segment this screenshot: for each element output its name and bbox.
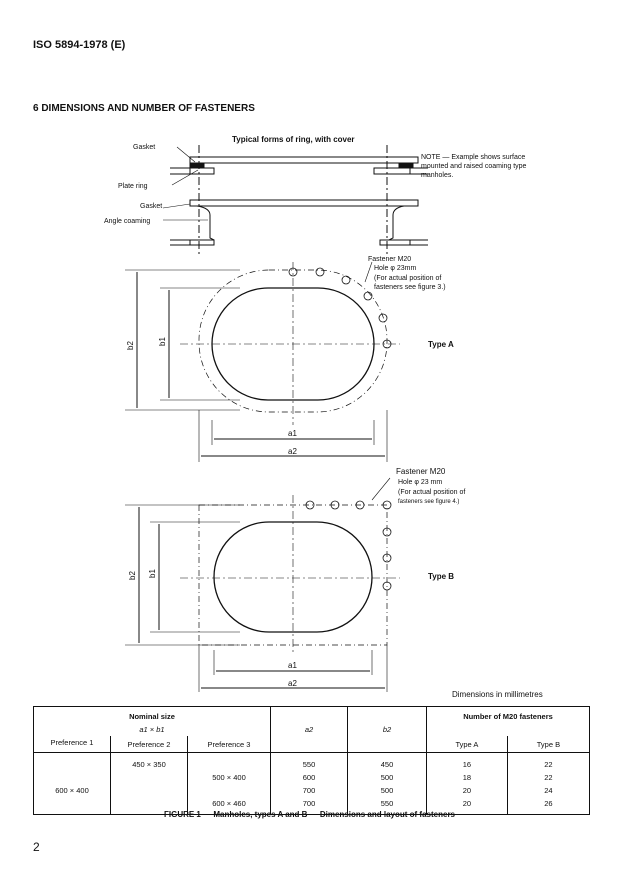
header-spacer xyxy=(427,723,590,736)
header-typeA: Type A xyxy=(426,736,508,753)
cover-title: Typical forms of ring, with cover xyxy=(232,135,355,144)
typeA-a1: a1 xyxy=(288,429,297,438)
table-cell-p2: 450 × 350 xyxy=(110,752,188,771)
table-cell-a2: 700 xyxy=(270,784,348,797)
typeA-a2: a2 xyxy=(288,447,297,456)
note-line-3: manholes. xyxy=(421,172,453,179)
section-title: 6 DIMENSIONS AND NUMBER OF FASTENERS xyxy=(33,103,255,114)
table-cell-b2: 500 xyxy=(347,771,427,784)
typeB-fastener-2: Hole φ 23 mm xyxy=(398,479,442,486)
header-b2: b2 xyxy=(347,706,427,753)
note-line-2: mounted and raised coaming type xyxy=(421,163,527,170)
table-cell-a2: 550 xyxy=(270,752,348,771)
fastener-table: Nominal size a2 b2 Number of M20 fastene… xyxy=(33,706,590,815)
header-pref2: Preference 2 xyxy=(110,736,188,753)
header-fasteners: Number of M20 fasteners xyxy=(463,712,553,721)
table-cell-p3 xyxy=(187,784,271,797)
table-cell-A: 20 xyxy=(426,784,508,797)
figure-caption: FIGURE 1 — Manholes, types A and B — Dim… xyxy=(163,810,455,819)
typeB-fastener-1: Fastener M20 xyxy=(396,467,446,476)
typeB-b1: b1 xyxy=(148,569,157,578)
table-cell-B: 22 xyxy=(544,760,553,769)
typeB-a1: a1 xyxy=(288,661,297,670)
typeA-label: Type A xyxy=(428,340,454,349)
table-cell-p2 xyxy=(110,784,188,797)
typeA-b1: b1 xyxy=(158,337,167,346)
typeB-fastener-4: fasteners see figure 4.) xyxy=(398,499,459,505)
typeA-fastener-2: Hole φ 23mm xyxy=(374,265,416,272)
header-pref1: Preference 1 xyxy=(33,736,111,753)
figure-drawing: Typical forms of ring, with cover Gasket… xyxy=(104,135,527,692)
table-cell-p3: 500 × 400 xyxy=(187,771,271,784)
header-a2: a2 xyxy=(270,706,348,753)
units-note: Dimensions in millimetres xyxy=(452,690,543,699)
table-cell-A: 20 xyxy=(426,797,508,815)
gasket-label-2: Gasket xyxy=(140,203,162,210)
table-cell-B: 24 xyxy=(544,786,553,795)
table-cell-b2: 500 xyxy=(347,784,427,797)
typeA-fastener-3: (For actual position of xyxy=(374,275,441,282)
table-cell-a2: 700 xyxy=(270,797,348,815)
typeA-fastener-holes xyxy=(288,267,392,349)
table-cell-p2 xyxy=(110,797,188,815)
table-cell-b2: 550 xyxy=(347,797,427,815)
typeA-b2: b2 xyxy=(126,341,135,350)
table-cell-p3 xyxy=(187,752,271,771)
header-nominal: Nominal size xyxy=(33,706,271,723)
table-cell-b2: 450 xyxy=(347,752,427,771)
table-cell-B: 26 xyxy=(544,799,553,808)
table-cell-A: 18 xyxy=(426,771,508,784)
plate-ring-label: Plate ring xyxy=(118,183,148,190)
typeA-fastener-4: fasteners see figure 3.) xyxy=(374,284,446,291)
typeB-fastener-holes xyxy=(305,500,392,591)
typeB-fastener-3: (For actual position of xyxy=(398,489,465,496)
table-cell-p2 xyxy=(110,771,188,784)
typeB-b2: b2 xyxy=(128,571,137,580)
table-cell-A: 16 xyxy=(426,752,508,771)
table-cell-p1 xyxy=(33,797,111,815)
header-pref3: Preference 3 xyxy=(187,736,271,753)
gasket-label-1: Gasket xyxy=(133,144,155,151)
typeA-fastener-1: Fastener M20 xyxy=(368,256,411,263)
typeB-a2: a2 xyxy=(288,679,297,688)
table-cell-p1 xyxy=(33,752,111,771)
header-nominal-sub: a1 × b1 xyxy=(33,723,271,736)
table-cell-p1 xyxy=(33,771,111,784)
header-typeB: Type B xyxy=(536,739,561,749)
angle-coaming-label: Angle coaming xyxy=(104,218,150,225)
typeB-label: Type B xyxy=(428,572,454,581)
page-number: 2 xyxy=(33,840,40,854)
note-line-1: NOTE — Example shows surface xyxy=(421,154,525,161)
table-cell-a2: 600 xyxy=(270,771,348,784)
table-cell-p1: 600 × 400 xyxy=(33,784,111,797)
table-cell-p3: 600 × 460 xyxy=(187,797,271,815)
table-cell-B: 22 xyxy=(544,773,553,782)
document-header: ISO 5894-1978 (E) xyxy=(33,39,126,51)
